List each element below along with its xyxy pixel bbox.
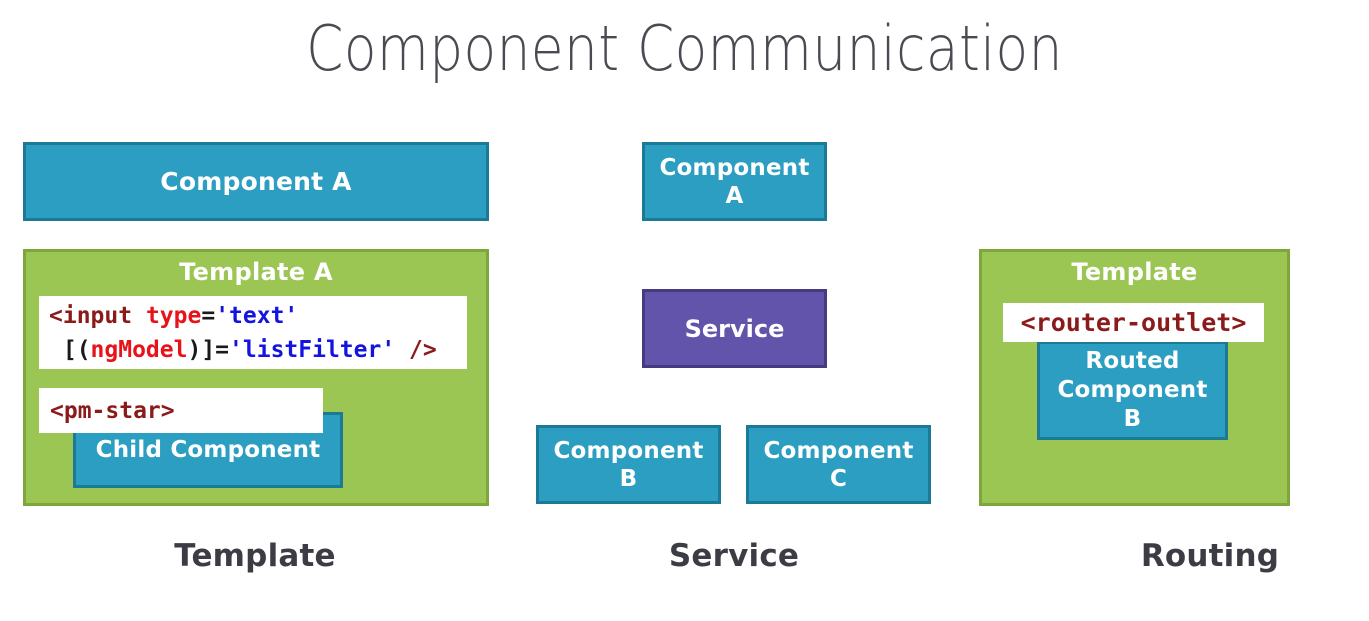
code-token-string: 'text' (215, 303, 299, 329)
caption-service: Service (668, 538, 800, 574)
service-box: Service (642, 289, 827, 368)
code-token-tag: /> (395, 337, 437, 363)
page-title: Component Communication (306, 12, 1063, 85)
caption-template: Template (174, 538, 336, 574)
component-a-box-template: Component A (23, 142, 489, 221)
code-line: [(ngModel)]='listFilter' /> (49, 333, 459, 367)
code-token-string: 'listFilter' (229, 337, 396, 363)
template-panel-routing-title: Template (1071, 258, 1198, 286)
code-token-attr: type (145, 303, 202, 329)
caption-routing: Routing (1140, 538, 1280, 574)
code-token-tag: <input (49, 303, 146, 329)
code-token-binding: ngModel (90, 337, 188, 363)
code-line: <input type='text' (49, 299, 459, 333)
code-token-punct: [( (49, 337, 91, 363)
code-snippet-input: <input type='text' [(ngModel)]='listFilt… (39, 296, 467, 369)
code-token-punct: )]= (187, 337, 230, 363)
router-outlet-tag-box: <router-outlet> (1003, 303, 1264, 342)
pm-star-tag-box: <pm-star> (39, 388, 323, 433)
code-token-punct: = (201, 303, 216, 329)
template-a-panel-title: Template A (179, 258, 333, 286)
